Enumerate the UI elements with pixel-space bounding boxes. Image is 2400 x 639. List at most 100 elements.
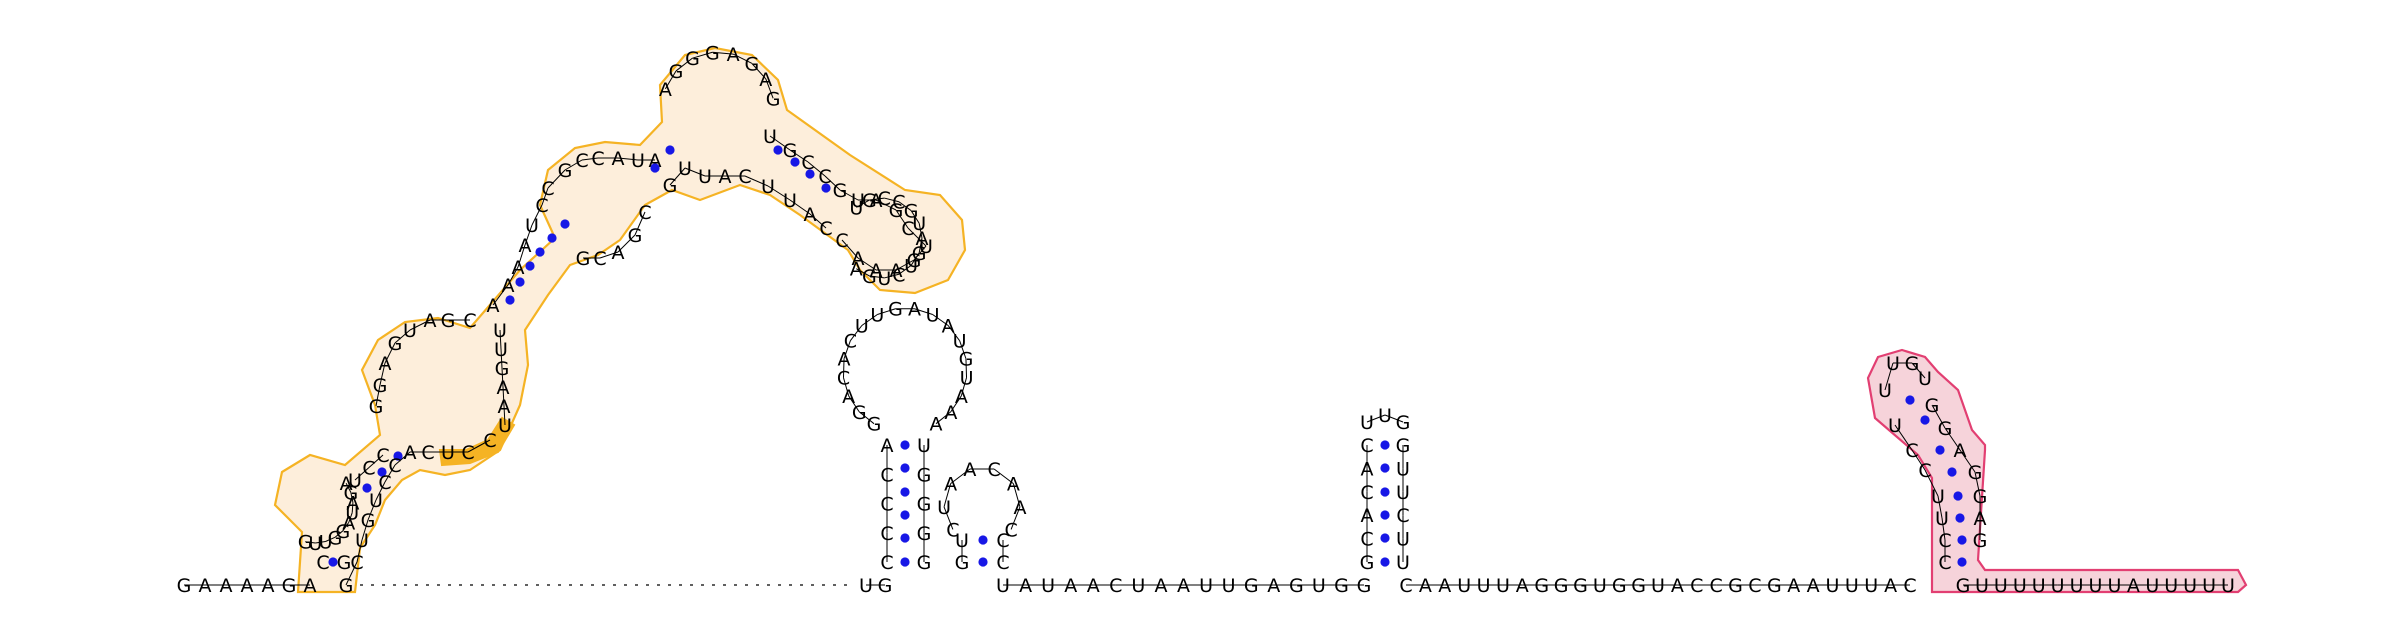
orange-nucleotide: C bbox=[421, 442, 434, 464]
pink-nucleotide: U bbox=[1888, 415, 1902, 437]
backbone-link bbox=[809, 213, 827, 229]
base-pair-dot bbox=[1380, 557, 1390, 567]
backbone-link bbox=[950, 395, 962, 413]
backbone-link bbox=[368, 454, 384, 468]
backbone-link bbox=[342, 522, 350, 532]
backbone-link bbox=[1366, 414, 1386, 423]
backbone-link bbox=[375, 481, 386, 501]
base-pair-dot bbox=[547, 233, 557, 243]
baseline-nucleotide: G bbox=[1334, 575, 1349, 597]
pink-nucleotide: C bbox=[1918, 460, 1931, 482]
hairpin-a-nucleotide: C bbox=[880, 494, 893, 516]
orange-nucleotide: U bbox=[308, 533, 322, 555]
orange-nucleotide: G bbox=[337, 552, 352, 574]
base-pair-dot bbox=[773, 145, 783, 155]
backbone-link bbox=[807, 161, 826, 177]
orange-domain-solid-segment bbox=[438, 416, 516, 467]
orange-nucleotide: C bbox=[593, 248, 606, 270]
hairpin-c-nucleotide: U bbox=[1378, 405, 1392, 427]
backbone-link bbox=[467, 439, 491, 453]
orange-nucleotide: A bbox=[612, 148, 625, 170]
baseline-nucleotide: U bbox=[1593, 575, 1607, 597]
backbone-link bbox=[599, 251, 619, 259]
orange-nucleotide: C bbox=[818, 166, 831, 188]
orange-nucleotide: A bbox=[404, 442, 417, 464]
baseline-nucleotide: G bbox=[1631, 575, 1646, 597]
orange-nucleotide: G bbox=[669, 61, 684, 83]
orange-nucleotide: C bbox=[461, 442, 474, 464]
baseline-nucleotide: A bbox=[2127, 575, 2140, 597]
orange-nucleotide: G bbox=[388, 333, 403, 355]
backbone-link bbox=[499, 329, 502, 350]
baseline-nucleotide: U bbox=[2051, 575, 2065, 597]
backbone-link bbox=[875, 199, 897, 211]
backbone-link bbox=[502, 386, 505, 407]
backbone-link bbox=[669, 167, 686, 186]
backbone-link bbox=[895, 209, 909, 229]
backbone-link bbox=[384, 464, 396, 483]
orange-nucleotide: C bbox=[638, 202, 651, 224]
orange-nucleotide: U bbox=[783, 190, 797, 212]
orange-nucleotide: U bbox=[345, 503, 359, 525]
backbone-link bbox=[501, 367, 504, 388]
hairpin-a-nucleotide: U bbox=[855, 315, 869, 337]
base-pair-dot bbox=[790, 157, 800, 167]
baseline-nucleotide: C bbox=[1399, 575, 1412, 597]
baseline-nucleotide: U bbox=[1864, 575, 1878, 597]
baseline-nucleotide: A bbox=[1177, 575, 1190, 597]
pink-nucleotide: G bbox=[1973, 486, 1988, 508]
baseline-nucleotide: U bbox=[1199, 575, 1213, 597]
orange-nucleotide: A bbox=[502, 275, 515, 297]
hairpin-c-nucleotide: C bbox=[1360, 482, 1373, 504]
backbone-link bbox=[1884, 362, 1894, 391]
hairpin-b-nucleotide: A bbox=[1013, 497, 1026, 519]
baseline-nucleotide: C bbox=[1109, 575, 1122, 597]
orange-nucleotide: C bbox=[463, 310, 476, 332]
baseline-nucleotide: G bbox=[1554, 575, 1569, 597]
hairpin-a-nucleotide: A bbox=[842, 386, 855, 408]
orange-nucleotide: G bbox=[862, 266, 877, 288]
orange-nucleotide: C bbox=[819, 218, 832, 240]
orange-nucleotide: U bbox=[919, 236, 933, 258]
backbone-link bbox=[993, 468, 1014, 484]
baseline-nucleotide: G bbox=[177, 575, 192, 597]
orange-nucleotide: C bbox=[350, 552, 363, 574]
backbone-link bbox=[898, 201, 912, 211]
hairpin-a-nucleotide: C bbox=[880, 464, 893, 486]
hairpin-a-nucleotide: G bbox=[917, 523, 932, 545]
base-pair-dot bbox=[393, 451, 403, 461]
orange-nucleotide: U bbox=[319, 532, 333, 554]
backbone-link bbox=[305, 541, 316, 544]
backbone-link bbox=[315, 541, 326, 544]
orange-nucleotide: A bbox=[342, 512, 355, 534]
orange-nucleotide: C bbox=[835, 230, 848, 252]
orange-nucleotide: A bbox=[498, 396, 511, 418]
backbone-link bbox=[356, 539, 363, 563]
backbone-link bbox=[664, 70, 677, 90]
backbone-link bbox=[492, 284, 509, 306]
backbone-link bbox=[1924, 469, 1939, 497]
backbone-link bbox=[503, 405, 506, 426]
backbone-connectors bbox=[184, 51, 2228, 586]
backbone-link bbox=[856, 199, 870, 208]
baseline-nucleotide: G bbox=[1244, 575, 1259, 597]
hairpin-c-nucleotide: C bbox=[1360, 529, 1373, 551]
base-pair-dot bbox=[900, 533, 910, 543]
hairpin-a-nucleotide: A bbox=[838, 349, 851, 371]
orange-nucleotide: A bbox=[340, 473, 353, 495]
base-pair-dot bbox=[650, 163, 660, 173]
orange-nucleotide: G bbox=[336, 521, 351, 543]
backbone-link bbox=[765, 78, 774, 99]
baseline-nucleotide: A bbox=[1064, 575, 1077, 597]
backbone-link bbox=[325, 536, 336, 542]
backbone-link bbox=[517, 244, 526, 268]
backbone-link bbox=[841, 239, 859, 259]
orange-nucleotide: A bbox=[852, 248, 865, 270]
baseline-nucleotide: A bbox=[1019, 575, 1032, 597]
backbone-link bbox=[861, 314, 878, 326]
backbone-link bbox=[394, 329, 411, 344]
base-pair-dot bbox=[505, 295, 515, 305]
baseline-nucleotide: A bbox=[1087, 575, 1100, 597]
base-pair-dot bbox=[900, 510, 910, 520]
orange-nucleotide: G bbox=[628, 225, 643, 247]
